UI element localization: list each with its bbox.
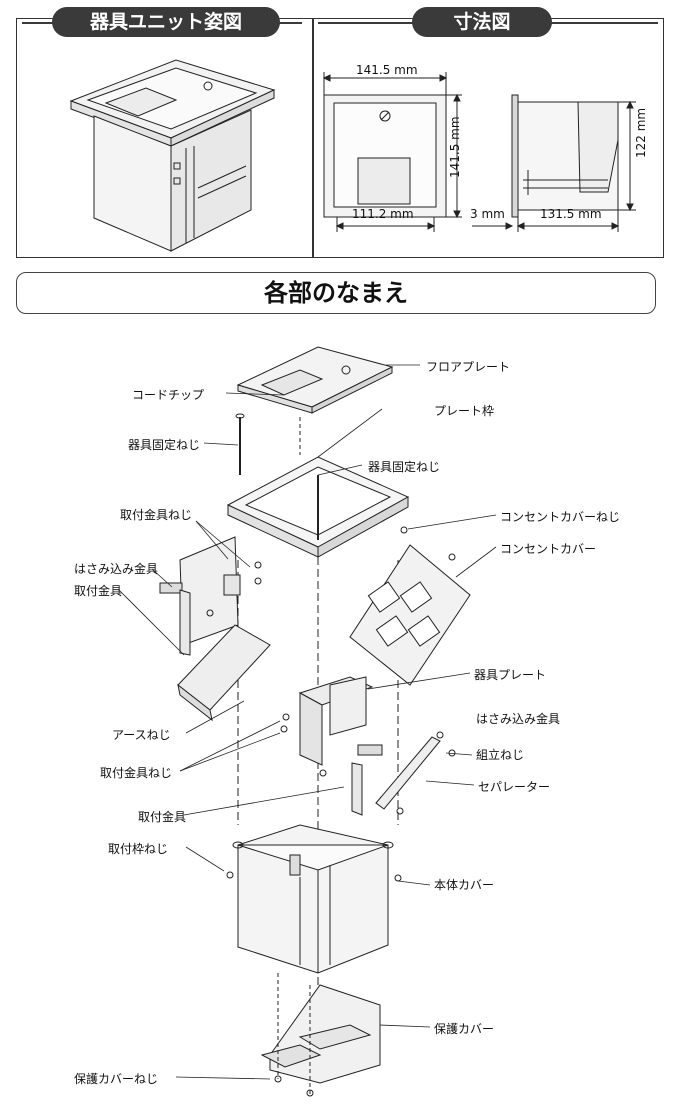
label-mount-bracket-screw-bottom: 取付金具ねじ xyxy=(100,766,173,780)
label-clip-bracket-left: はさみ込み金具 xyxy=(74,562,159,576)
label-protective-cover-screw: 保護カバーねじ xyxy=(74,1072,159,1086)
label-fixture-plate: 器具プレート xyxy=(474,668,547,682)
label-floor-plate: フロアプレート xyxy=(426,360,511,374)
label-separator: セパレーター xyxy=(478,780,551,794)
dim-total-height: 122 mm xyxy=(634,107,648,158)
label-mount-bracket-center: 取付金具 xyxy=(138,810,187,824)
label-outlet-cover-screw: コンセントカバーねじ xyxy=(500,510,621,524)
label-protective-cover: 保護カバー xyxy=(434,1022,495,1036)
top-panel xyxy=(16,18,664,258)
label-outlet-cover: コンセントカバー xyxy=(500,542,597,556)
dim-side-height: 141.5 mm xyxy=(448,116,462,178)
dim-depth: 131.5 mm xyxy=(540,207,602,221)
dim-flange: 3 mm xyxy=(470,207,505,221)
label-mount-bracket-screw-top: 取付金具ねじ xyxy=(120,508,193,522)
label-mount-bracket-left: 取付金具 xyxy=(74,584,123,598)
label-cord-chip: コードチップ xyxy=(132,388,205,402)
dimension-side-view xyxy=(472,94,636,232)
dimension-front-view xyxy=(322,72,462,232)
label-fixture-screw-left: 器具固定ねじ xyxy=(128,438,201,452)
label-clip-bracket-right: はさみ込み金具 xyxy=(476,712,561,726)
label-plate-frame: プレート枠 xyxy=(434,404,495,418)
unit-perspective-drawing xyxy=(69,59,276,252)
label-body-cover: 本体カバー xyxy=(434,878,495,892)
unit-view-title: 器具ユニット姿図 xyxy=(52,7,280,37)
panel-divider xyxy=(312,18,314,258)
dim-top-width: 141.5 mm xyxy=(356,63,418,77)
dim-bottom-width: 111.2 mm xyxy=(352,207,414,221)
section-title: 各部のなまえ xyxy=(16,272,656,314)
label-fixture-screw-center: 器具固定ねじ xyxy=(368,460,441,474)
label-ground-screw: アースねじ xyxy=(112,728,171,742)
label-mount-frame-screw: 取付枠ねじ xyxy=(108,842,169,856)
exploded-view-drawing xyxy=(117,346,497,1097)
label-assembly-screw: 組立ねじ xyxy=(476,748,525,762)
dimensions-title: 寸法図 xyxy=(412,7,552,37)
